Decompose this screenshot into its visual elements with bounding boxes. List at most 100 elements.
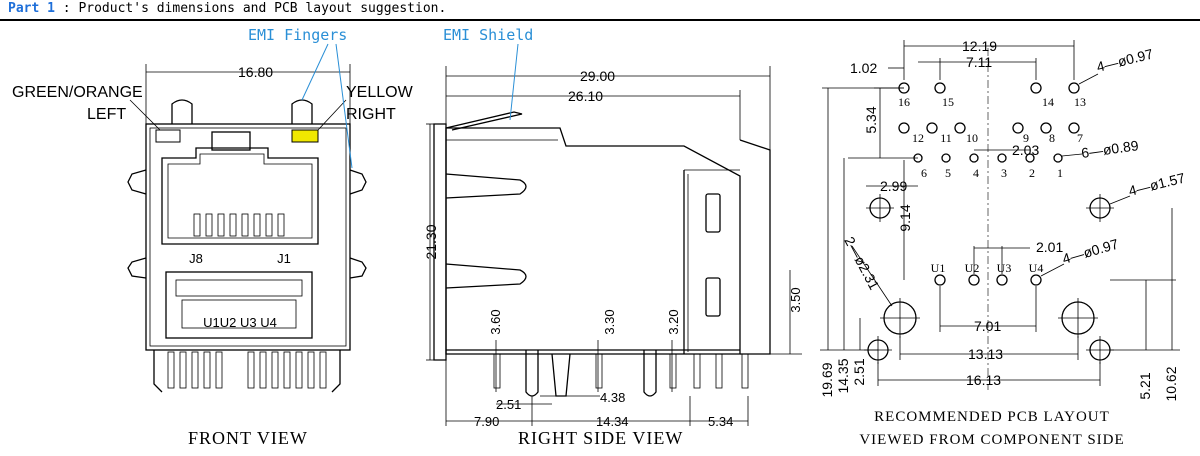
rj45-port bbox=[161, 147, 319, 245]
pcb-pins-low bbox=[913, 153, 1063, 163]
rj45-port-inner bbox=[167, 153, 313, 239]
front-view: J8 J1 U1U2 U3 U4 16.80 GREEN/ORANGE LEFT… bbox=[12, 26, 414, 448]
label-j8: J8 bbox=[189, 251, 203, 266]
dim-9-14: 9.14 bbox=[897, 204, 913, 231]
label-green-orange: GREEN/ORANGE bbox=[12, 84, 143, 101]
label-j1: J1 bbox=[277, 251, 291, 266]
pin-1: 1 bbox=[1057, 166, 1063, 180]
pin-9: 9 bbox=[1023, 131, 1029, 145]
led-green-orange bbox=[155, 129, 181, 143]
dim-10-62: 10.62 bbox=[1163, 366, 1179, 401]
pin-u3: U3 bbox=[997, 261, 1012, 275]
usb-tongue bbox=[175, 279, 303, 297]
pin-8: 8 bbox=[1049, 131, 1055, 145]
dim-3-20: 3.20 bbox=[666, 309, 681, 334]
caption-recommended-pcb: RECOMMENDED PCB LAYOUT bbox=[874, 409, 1110, 425]
front-tab-left-upper bbox=[127, 169, 147, 195]
dim-3-30: 3.30 bbox=[602, 309, 617, 334]
pin-2: 2 bbox=[1029, 166, 1035, 180]
pin-5: 5 bbox=[945, 166, 951, 180]
front-legs bbox=[153, 350, 341, 393]
dim-16-80: 16.80 bbox=[238, 64, 273, 80]
dim-2-01: 2.01 bbox=[1036, 239, 1063, 255]
pin-10: 10 bbox=[966, 131, 978, 145]
header-rule bbox=[0, 19, 1200, 21]
pin-u1: U1 bbox=[931, 261, 946, 275]
emi-finger-right bbox=[291, 99, 313, 124]
pin-12: 12 bbox=[912, 131, 924, 145]
dim-7-01: 7.01 bbox=[974, 318, 1001, 334]
front-tab-right-lower bbox=[349, 257, 367, 279]
dim-13-13: 13.13 bbox=[968, 346, 1003, 362]
header-title: Product's dimensions and PCB layout sugg… bbox=[78, 1, 447, 16]
pcb-layout: 16 15 14 13 12 11 10 9 8 7 6 5 4 3 2 1 bbox=[819, 38, 1187, 448]
side-slot-lower bbox=[445, 263, 527, 289]
pin-15: 15 bbox=[942, 95, 954, 109]
usb-cavity bbox=[181, 299, 297, 329]
side-slot-upper bbox=[445, 173, 527, 199]
dim-16-13: 16.13 bbox=[966, 372, 1001, 388]
side-rear-cap bbox=[739, 139, 771, 355]
pin-4: 4 bbox=[973, 166, 979, 180]
pin-3: 3 bbox=[1001, 166, 1007, 180]
usb-port bbox=[165, 271, 313, 339]
dim-2-2-31: 2—ø2.31 bbox=[841, 234, 882, 293]
dim-2-51: 2.51 bbox=[496, 397, 521, 412]
label-right: RIGHT bbox=[346, 106, 396, 123]
dim-7-11: 7.11 bbox=[966, 54, 992, 70]
dim-12-19: 12.19 bbox=[962, 38, 997, 54]
dim-3-60: 3.60 bbox=[488, 309, 503, 334]
rj45-contacts bbox=[193, 213, 285, 237]
dim-5-21: 5.21 bbox=[1137, 372, 1153, 399]
dim-5-34: 5.34 bbox=[863, 106, 879, 133]
pcb-pins-top bbox=[898, 82, 1080, 94]
part-label: Part 1 bbox=[8, 1, 55, 16]
dim-4-0-97-lower: 4—ø0.97 bbox=[1060, 236, 1120, 267]
pin-u2: U2 bbox=[965, 261, 980, 275]
pin-11: 11 bbox=[940, 131, 952, 145]
dim-29-00: 29.00 bbox=[580, 68, 615, 84]
side-window-upper bbox=[705, 193, 721, 233]
dim-4-1-57: 4—ø1.57 bbox=[1127, 169, 1187, 199]
front-body-inner bbox=[149, 127, 347, 347]
dim-14-35: 14.35 bbox=[835, 358, 851, 393]
dim-14-34: 14.34 bbox=[596, 414, 629, 429]
front-tab-left-lower bbox=[127, 257, 147, 279]
pin-13: 13 bbox=[1074, 95, 1086, 109]
pin-7: 7 bbox=[1077, 131, 1083, 145]
dim-7-90: 7.90 bbox=[474, 414, 499, 429]
led-yellow bbox=[291, 129, 319, 143]
pin-16: 16 bbox=[898, 95, 910, 109]
pcb-pins-u bbox=[934, 274, 1042, 286]
dim-3-50: 3.50 bbox=[788, 287, 803, 312]
dim-2-03: 2.03 bbox=[1012, 142, 1039, 158]
rj45-latch bbox=[211, 131, 251, 151]
emi-shield-lug bbox=[445, 111, 523, 131]
page-header: Part 1 : Product's dimensions and PCB la… bbox=[0, 0, 1200, 22]
pin-6: 6 bbox=[921, 166, 927, 180]
caption-front-view: FRONT VIEW bbox=[188, 428, 308, 448]
header-separator: : bbox=[54, 1, 79, 16]
dim-6-0-89: 6—ø0.89 bbox=[1080, 137, 1139, 161]
pin-u4: U4 bbox=[1029, 261, 1044, 275]
dim-4-0-97-top: 4—ø0.97 bbox=[1095, 45, 1155, 75]
dim-5-34: 5.34 bbox=[708, 414, 733, 429]
label-left: LEFT bbox=[87, 106, 126, 123]
caption-right-side-view: RIGHT SIDE VIEW bbox=[518, 428, 683, 448]
dim-1-02: 1.02 bbox=[850, 60, 877, 76]
emi-finger-left bbox=[171, 99, 193, 124]
front-tab-right-upper bbox=[349, 169, 367, 195]
pin-14: 14 bbox=[1042, 95, 1054, 109]
label-emi-fingers: EMI Fingers bbox=[248, 26, 347, 44]
side-view: 29.00 26.10 21.30 3.50 3.60 3.30 3.20 4.… bbox=[423, 26, 803, 448]
dim-2-51-pcb: 2.51 bbox=[851, 358, 867, 385]
dim-2-99: 2.99 bbox=[880, 178, 907, 194]
side-window-lower bbox=[705, 277, 721, 317]
label-emi-shield: EMI Shield bbox=[443, 26, 533, 44]
caption-viewed-from: VIEWED FROM COMPONENT SIDE bbox=[859, 432, 1124, 448]
dim-4-38: 4.38 bbox=[600, 390, 625, 405]
dim-19-69: 19.69 bbox=[819, 362, 835, 397]
dim-26-10: 26.10 bbox=[568, 88, 603, 104]
usb-pin-labels: U1U2 U3 U4 bbox=[203, 315, 277, 330]
